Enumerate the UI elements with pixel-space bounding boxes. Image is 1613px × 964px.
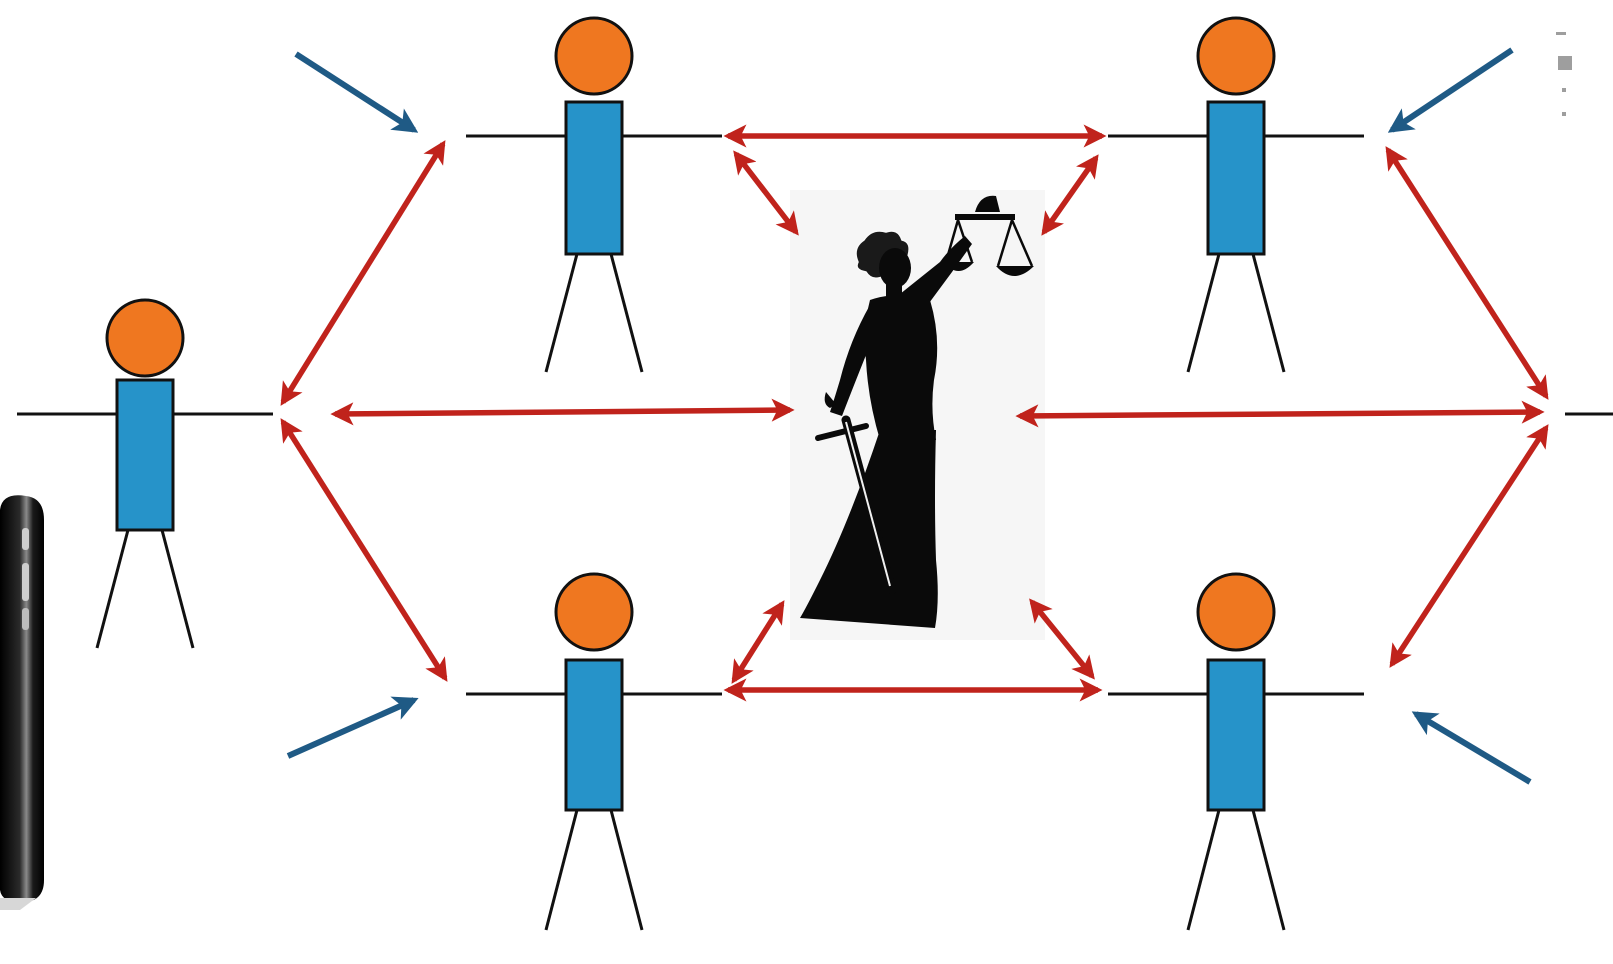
right-leg [160,529,195,649]
exchange-arrow-justice-right [1015,400,1545,428]
exchange-arrow-left-bottomleft [280,418,448,682]
exchange-arrow-left-justice [330,398,795,426]
exchange-arrow-bottomright-justice [1029,598,1095,680]
input-arrows [286,47,1532,785]
head [1196,16,1276,96]
right-leg [1251,253,1286,373]
input-arrow-topright [1387,47,1514,133]
mobile-phone-icon [0,495,44,910]
right-leg [1251,809,1286,931]
head [554,16,634,96]
body [115,378,175,532]
left-leg [95,529,130,649]
exchange-arrows [280,124,1549,702]
scales-icon [944,219,1034,267]
exchange-arrow-left-topleft [280,140,446,406]
body [564,658,624,812]
exchange-arrow-bottomright-right [1389,424,1549,668]
person-top-right [1108,16,1364,373]
exchange-arrow-topright-justice [1041,154,1099,236]
right-leg [609,809,644,931]
corner-fragment [1556,32,1572,116]
person-top-left [466,16,722,373]
input-arrow-bottomleft [286,696,419,759]
person-left [17,298,273,649]
left-leg [544,809,579,931]
person-bottom-left [466,572,722,931]
head [105,298,185,378]
people-group [17,16,1364,931]
exchange-arrow-topright-right [1385,146,1549,400]
head [1196,572,1276,652]
body [1206,100,1266,256]
left-leg [1186,253,1221,373]
exchange-arrow-bottomleft-justice [731,600,785,684]
head [554,572,634,652]
sword-icon [815,392,897,595]
body [564,100,624,256]
lady-justice-icon [790,190,1045,640]
body [1206,658,1266,812]
person-bottom-right [1108,572,1364,931]
right-leg [609,253,644,373]
input-arrow-bottomright [1411,711,1532,785]
input-arrow-topleft [294,51,419,133]
exchange-arrow-topleft-justice [733,150,799,236]
left-leg [544,253,579,373]
left-leg [1186,809,1221,931]
